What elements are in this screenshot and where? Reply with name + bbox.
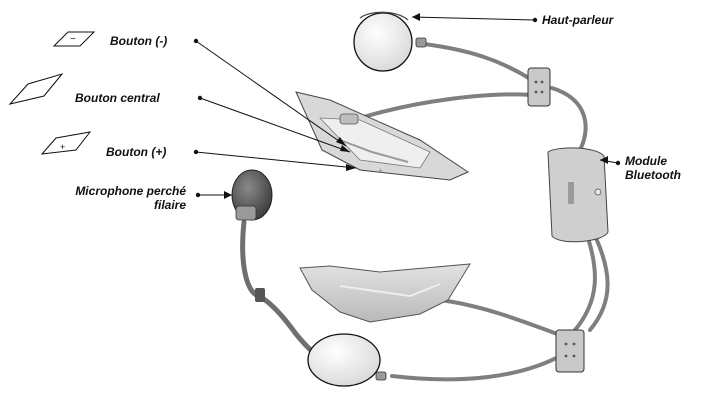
- plate-cable: [440, 300, 560, 335]
- mic-boom: [243, 222, 318, 356]
- base-plate: [300, 264, 470, 322]
- minus-button-icon: −: [54, 32, 94, 46]
- lower-speaker-cable: [392, 355, 562, 379]
- speaker-top: [354, 12, 426, 71]
- center-button-icon: [10, 74, 62, 104]
- label-bt-module-line1: Module: [625, 154, 667, 168]
- boom-mic: [232, 170, 272, 302]
- control-unit-cable: [360, 94, 532, 118]
- upper-connector: [528, 68, 550, 106]
- label-boom-mic-line1: Microphone perché: [36, 184, 186, 198]
- speaker-cable: [424, 44, 532, 80]
- control-unit: +: [296, 92, 468, 180]
- label-boom-mic-line2: filaire: [36, 198, 186, 212]
- minus-glyph: −: [70, 34, 76, 45]
- label-minus-button: Bouton (-): [110, 34, 167, 48]
- plus-button-icon: +: [42, 132, 90, 154]
- lower-connector: [556, 330, 584, 372]
- label-center-button: Bouton central: [75, 91, 160, 105]
- module-lower-cable-b: [575, 238, 595, 330]
- label-bt-module-line2: Bluetooth: [625, 168, 681, 182]
- svg-text:+: +: [378, 166, 383, 176]
- label-speaker: Haut-parleur: [542, 13, 613, 27]
- leader-minus: [196, 41, 346, 146]
- connector-to-module-cable: [552, 88, 586, 150]
- leader-speaker: [412, 17, 535, 20]
- label-plus-button: Bouton (+): [106, 145, 166, 159]
- bluetooth-module: [548, 148, 608, 242]
- plus-glyph: +: [60, 142, 65, 152]
- speaker-bottom: [308, 334, 386, 386]
